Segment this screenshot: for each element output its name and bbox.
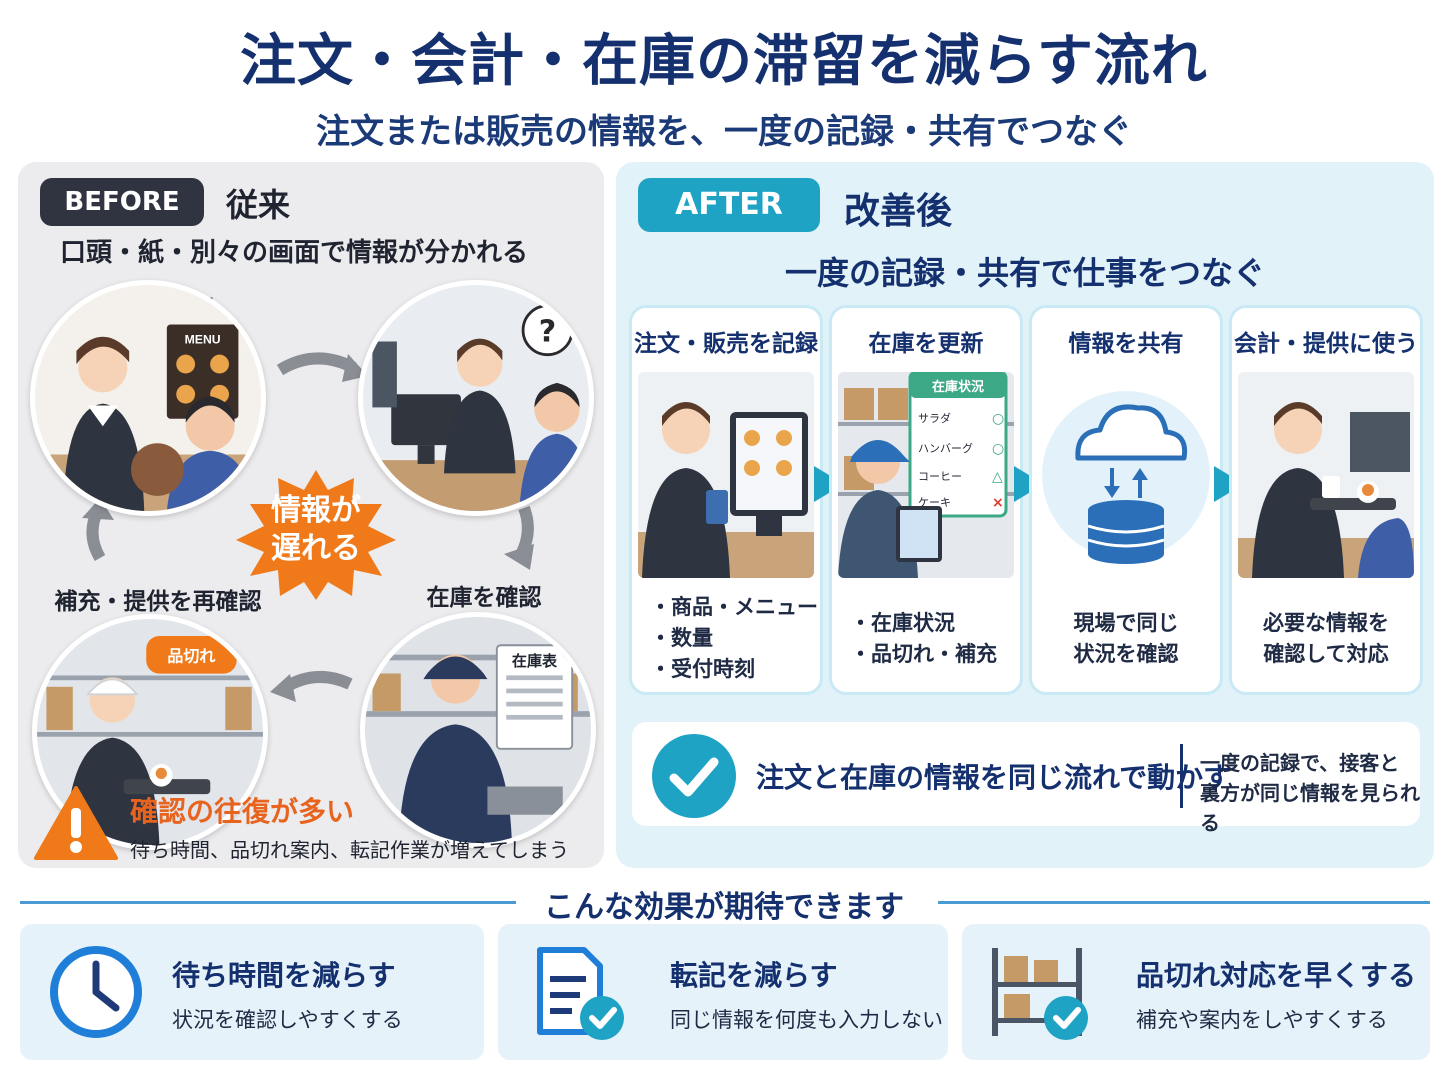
main-title: 注文・会計・在庫の滞留を減らす流れ bbox=[240, 29, 1208, 94]
arrow-order-to-checkout bbox=[276, 352, 357, 376]
after-step-update-stock-title: 在庫を更新 bbox=[868, 331, 984, 357]
arrow-checkout-to-stock bbox=[512, 505, 534, 564]
after-subtitle: 一度の記録・共有で仕事をつなぐ bbox=[784, 254, 1265, 292]
check-circle-icon bbox=[652, 734, 736, 818]
menu-board-label: MENU bbox=[185, 332, 221, 346]
after-step-serve-title: 会計・提供に使う bbox=[1234, 331, 1418, 357]
effects-heading: こんな効果が期待できます bbox=[544, 890, 904, 925]
effect-transcription-text: 同じ情報を何度も入力しない bbox=[670, 1008, 943, 1032]
after-tag: AFTER bbox=[638, 178, 820, 232]
cloud-icon bbox=[1075, 404, 1188, 461]
svg-text:×: × bbox=[992, 495, 1004, 511]
arrow-stock-to-refill-head bbox=[270, 674, 296, 702]
after-arrow-1 bbox=[814, 466, 844, 502]
customer-head bbox=[185, 401, 235, 451]
after-result-main: 注文と在庫の情報を同じ流れで動かす bbox=[756, 761, 1232, 794]
svg-text:サラダ: サラダ bbox=[918, 411, 951, 425]
clock-icon bbox=[50, 946, 142, 1038]
after-label: 改善後 bbox=[844, 191, 953, 232]
effects-divider-left bbox=[20, 901, 516, 904]
stock-sheet bbox=[495, 644, 574, 750]
question-mark: ? bbox=[539, 315, 556, 350]
before-label: 従来 bbox=[226, 186, 291, 224]
after-step-serve: 会計・提供に使う 必要な情報を 確認して対応 bbox=[1232, 308, 1420, 692]
after-step-update-stock-items: ・在庫状況 ・品切れ・補充 bbox=[850, 611, 997, 666]
effect-transcription-title: 転記を減らす bbox=[670, 959, 838, 992]
database-icon bbox=[1087, 500, 1165, 564]
before-subtitle: 口頭・紙・別々の画面で情報が分かれる bbox=[60, 238, 529, 268]
tray bbox=[123, 779, 211, 795]
effect-transcription: 転記を減らす 同じ情報を何度も入力しない bbox=[498, 924, 948, 1060]
after-step-share-illustration bbox=[1038, 372, 1214, 578]
arrow-refill-to-order bbox=[86, 507, 106, 562]
effect-sold-out: 品切れ対応を早くする 補充や案内をしやすくする bbox=[962, 924, 1430, 1060]
after-result-sub: 一度の記録で、接客と 裏方が同じ情報を見られる bbox=[1200, 751, 1420, 835]
svg-text:コーヒー: コーヒー bbox=[918, 470, 962, 483]
effect-sold-out-text: 補充や案内をしやすくする bbox=[1136, 1008, 1388, 1032]
main-subtitle: 注文または販売の情報を、一度の記録・共有でつなぐ bbox=[316, 112, 1132, 152]
effect-wait-time-text: 状況を確認しやすくする bbox=[172, 1008, 403, 1032]
delay-burst bbox=[236, 470, 396, 600]
after-step-share: 情報を共有 現場で同じ 状況を確認 bbox=[1032, 308, 1220, 692]
before-step-stock-illustration: 在庫表 bbox=[360, 612, 596, 848]
after-step-record-title: 注文・販売を記録 bbox=[634, 331, 818, 357]
after-result: 注文と在庫の情報を同じ流れで動かす 一度の記録で、接客と 裏方が同じ情報を見られ… bbox=[632, 722, 1420, 835]
warning-title: 確認の往復が多い bbox=[130, 795, 355, 828]
sold-out-bubble bbox=[146, 635, 237, 674]
after-step-record-items: ・商品・メニュー ・数量 ・受付時刻 bbox=[650, 595, 818, 681]
after-step-share-title: 情報を共有 bbox=[1068, 331, 1184, 357]
svg-text:△: △ bbox=[992, 469, 1003, 485]
staff-head bbox=[1274, 406, 1322, 454]
after-arrow-3 bbox=[1214, 466, 1244, 502]
after-step-serve-illustration bbox=[1238, 372, 1414, 578]
document-check-icon bbox=[537, 947, 624, 1040]
svg-text:○: ○ bbox=[992, 441, 1004, 457]
after-panel: AFTER 改善後 一度の記録・共有で仕事をつなぐ 注文・販売を記録 ・商品・メ… bbox=[616, 162, 1434, 868]
arrow-stock-to-refill bbox=[280, 670, 353, 694]
before-panel: BEFORE 従来 口頭・紙・別々の画面で情報が分かれる 注文・販売 MENU bbox=[18, 162, 604, 868]
arrow-checkout-to-stock-head bbox=[504, 544, 534, 570]
staff-head bbox=[662, 406, 710, 454]
after-step-record: 注文・販売を記録 ・商品・メニュー ・数量 ・受付時刻 bbox=[632, 308, 820, 692]
stock-status-panel bbox=[908, 372, 1008, 518]
warning-icon bbox=[34, 786, 118, 860]
before-tag: BEFORE bbox=[40, 178, 204, 226]
stock-sheet-label: 在庫表 bbox=[512, 652, 558, 670]
warning-text: 待ち時間、品切れ案内、転記作業が増えてしまう bbox=[130, 838, 569, 862]
svg-text:○: ○ bbox=[992, 411, 1004, 427]
pos-terminal bbox=[391, 394, 461, 446]
effect-sold-out-title: 品切れ対応を早くする bbox=[1136, 959, 1417, 992]
svg-text:ハンバーグ: ハンバーグ bbox=[918, 441, 973, 455]
effect-wait-time-title: 待ち時間を減らす bbox=[172, 959, 396, 992]
delay-burst-text: 情報が 遅れる bbox=[271, 493, 361, 566]
after-step-record-illustration bbox=[638, 372, 814, 578]
customer-head bbox=[534, 386, 580, 432]
after-step-update-stock-illustration: 在庫状況 サラダ ○ ハンバーグ ○ コーヒー △ ケーキ × bbox=[838, 372, 1014, 578]
stock-status-title: 在庫状況 bbox=[932, 379, 984, 395]
shelf-check-icon bbox=[992, 948, 1088, 1040]
after-step-serve-text: 必要な情報を 確認して対応 bbox=[1263, 611, 1389, 666]
before-step-order-illustration: MENU bbox=[30, 280, 266, 516]
sold-out-bubble-text: 品切れ bbox=[167, 646, 215, 665]
effect-wait-time: 待ち時間を減らす 状況を確認しやすくする bbox=[20, 924, 484, 1060]
after-arrow-2 bbox=[1014, 466, 1044, 502]
before-step-refill-title: 補充・提供を再確認 bbox=[54, 589, 262, 615]
svg-text:ケーキ: ケーキ bbox=[918, 496, 951, 509]
before-step-checkout-illustration: ? bbox=[358, 280, 594, 516]
after-step-share-text: 現場で同じ 状況を確認 bbox=[1073, 611, 1179, 666]
tray bbox=[1310, 498, 1396, 510]
effects-divider-right bbox=[938, 901, 1430, 904]
after-step-update-stock: 在庫を更新 在庫状況 サラダ ○ ハンバーグ ○ コーヒー △ ケーキ × bbox=[832, 308, 1020, 692]
after-result-divider bbox=[1180, 744, 1183, 808]
staff-head bbox=[78, 343, 128, 393]
cashier-head bbox=[457, 341, 503, 387]
before-step-stock-title: 在庫を確認 bbox=[426, 585, 542, 611]
